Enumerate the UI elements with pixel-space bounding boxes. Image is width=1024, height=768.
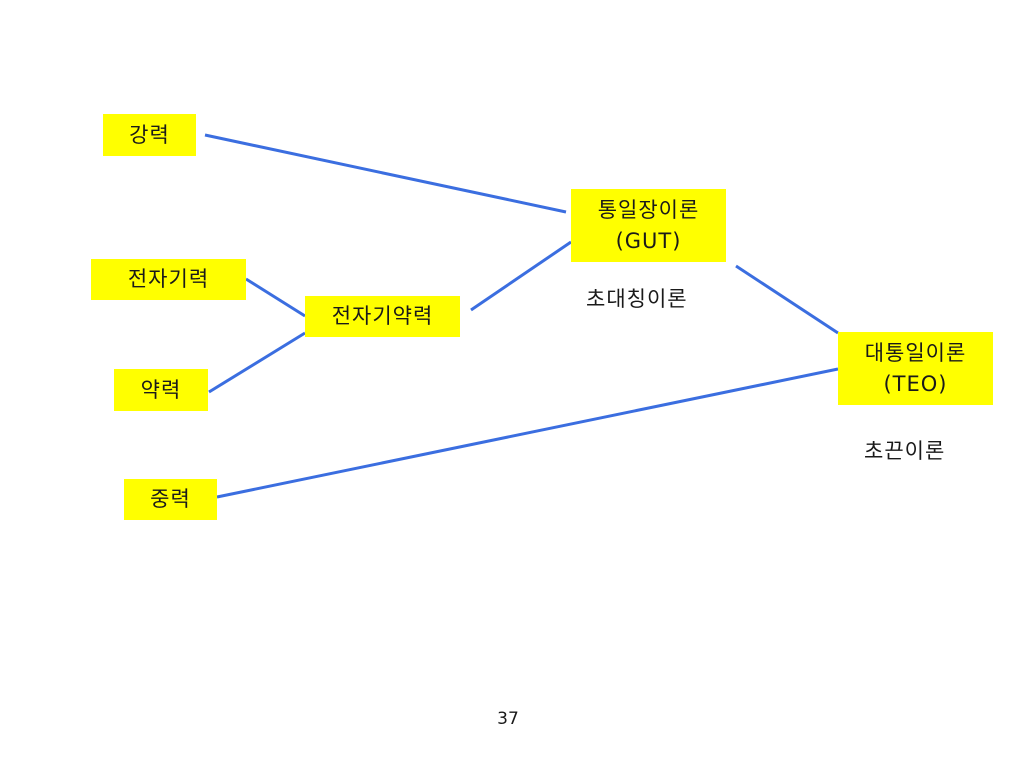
node-teo: 대통일이론 (TEO) [838, 332, 993, 405]
node-teo-label-line2: (TEO) [883, 371, 948, 396]
node-gut-label-line1: 통일장이론 [597, 197, 700, 222]
node-gravity-label: 중력 [150, 487, 191, 511]
node-weak-force-label: 약력 [140, 377, 182, 402]
node-electroweak-force: 전자기약력 [305, 296, 460, 337]
node-electromagnetic-force-label: 전자기력 [127, 267, 210, 291]
node-electroweak-force-label: 전자기약력 [331, 304, 434, 328]
edge-strong-to-gut [204, 133, 567, 214]
node-gravity: 중력 [124, 479, 217, 520]
node-gut-label-line2: (GUT) [615, 228, 682, 253]
caption-supersymmetry: 초대칭이론 [586, 287, 688, 311]
node-electromagnetic-force: 전자기력 [91, 259, 246, 300]
edge-gravity-to-teo [216, 367, 839, 499]
node-strong-force-label: 강력 [129, 122, 170, 147]
caption-string-theory: 초끈이론 [864, 439, 946, 463]
page-number: 37 [497, 709, 519, 729]
edge-weak-to-electroweak [208, 331, 306, 394]
node-teo-label-line1: 대통일이론 [864, 340, 967, 365]
node-strong-force: 강력 [103, 114, 196, 156]
edge-gut-to-teo [735, 264, 839, 335]
edge-electromagnetic-to-electroweak [245, 277, 306, 318]
edge-electroweak-to-gut [470, 240, 572, 312]
node-weak-force: 약력 [114, 369, 208, 411]
node-gut: 통일장이론 (GUT) [571, 189, 726, 262]
